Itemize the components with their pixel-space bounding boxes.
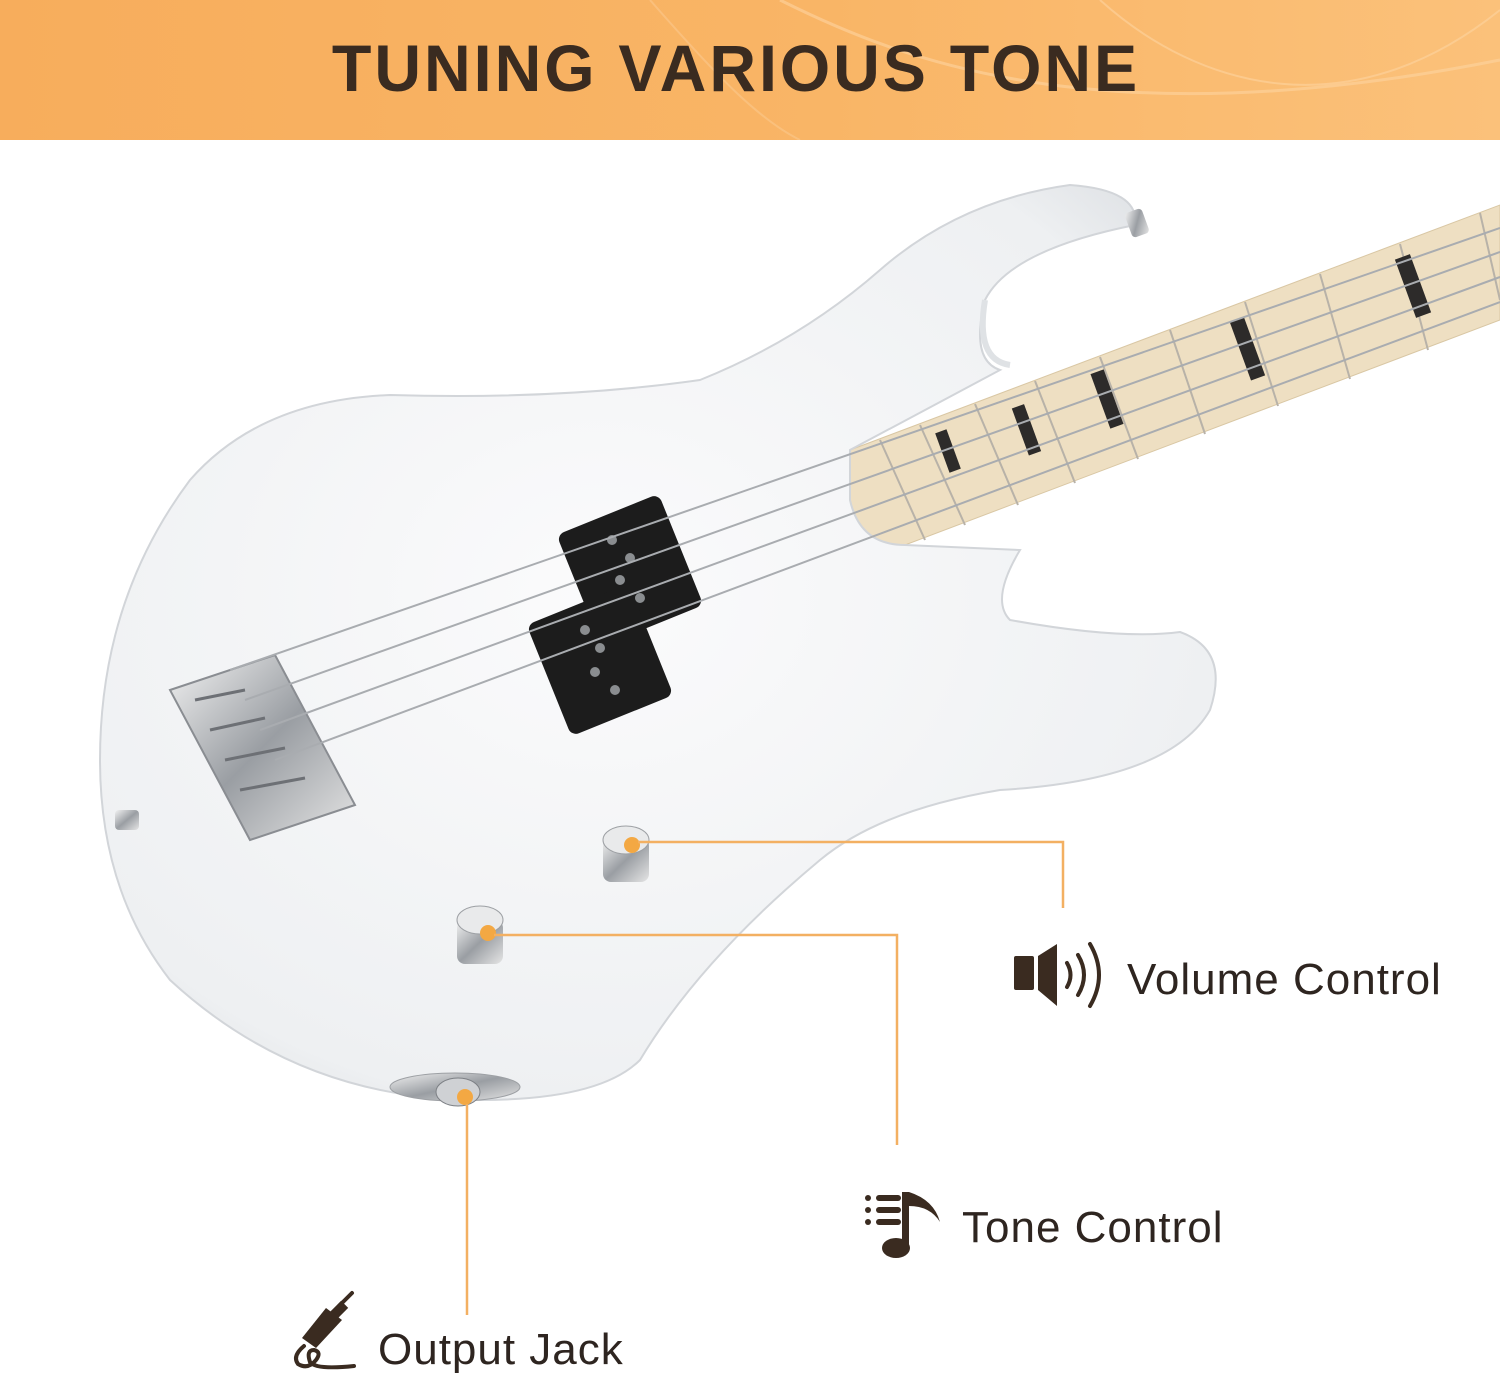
music-note-list-icon — [865, 1192, 940, 1258]
banner-wave-decoration — [649, 0, 1500, 140]
bass-guitar-illustration — [98, 183, 1500, 1315]
audio-jack-plug-icon — [294, 1291, 356, 1370]
callout-lines — [465, 840, 1065, 1315]
header-banner: TUNING VARIOUS TONE — [0, 0, 1500, 140]
bridge — [168, 653, 357, 842]
tone-control-label: Tone Control — [962, 1203, 1224, 1252]
output-jack-label: Output Jack — [378, 1325, 624, 1374]
volume-control-label: Volume Control — [1127, 955, 1442, 1004]
volume-knob — [602, 825, 650, 882]
strings — [229, 227, 1500, 761]
strap-button — [1125, 208, 1149, 238]
banner-title: TUNING VARIOUS TONE — [331, 31, 1141, 105]
strap-button — [115, 810, 139, 830]
speaker-volume-icon — [1014, 942, 1101, 1008]
tone-knob — [456, 905, 504, 964]
fretboard — [849, 204, 1500, 546]
guitar-body — [98, 183, 1217, 1102]
output-jack — [389, 1072, 521, 1107]
